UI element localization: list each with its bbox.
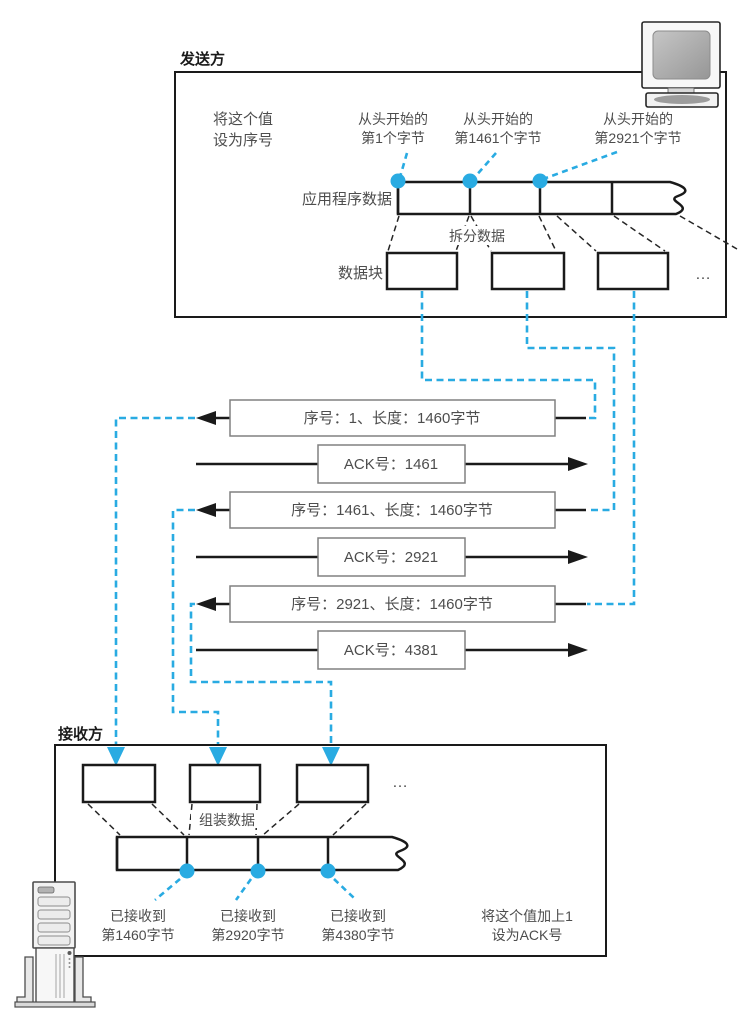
received-label-pointers (154, 878, 356, 901)
receiver-title: 接收方 (58, 725, 103, 743)
seq1-text: 序号：1、长度：1460字节 (304, 410, 481, 427)
sender-block-3 (596, 251, 670, 291)
server-icon (14, 881, 96, 1008)
byte-label-2-line1: 从头开始的 (463, 111, 533, 127)
blue-route-seq1-to-recv1 (107, 416, 195, 766)
ack3-text: ACK号：4381 (344, 642, 438, 659)
received-label-3-line2: 第4380字节 (321, 927, 394, 943)
ack-note: 将这个值加上1 设为ACK号 (481, 908, 573, 943)
ack-note-line2: 设为ACK号 (492, 927, 563, 943)
seq-note-line2: 设为序号 (213, 132, 273, 149)
byte-label-2-line2: 第1461个字节 (454, 130, 541, 146)
received-label-1-line2: 第1460字节 (101, 927, 174, 943)
byte-label-pointers (398, 150, 618, 180)
byte-label-3-line2: 第2921个字节 (594, 130, 681, 146)
blue-route-block1-to-seq1 (420, 291, 597, 420)
byte-marker-dots (390, 173, 548, 189)
seq-message-1: 序号：1、长度：1460字节 (196, 399, 586, 437)
blue-route-seq3-to-recv3 (189, 602, 340, 766)
receiver-block-1 (81, 763, 157, 804)
sender-ellipsis: … (695, 266, 712, 283)
receiver-block-2 (188, 763, 262, 804)
sender-title: 发送方 (179, 50, 225, 68)
sender-box (174, 71, 727, 318)
assemble-data-label: 组装数据 (199, 812, 255, 828)
ack-message-3: ACK号：4381 (196, 630, 588, 670)
received-labels: 已接收到 第1460字节 已接收到 第2920字节 已接收到 第4380字节 (101, 908, 394, 943)
ack-note-line1: 将这个值加上1 (481, 908, 573, 924)
blue-route-block3-to-seq3 (587, 291, 636, 606)
split-label-bg (430, 226, 523, 245)
app-data-label: 应用程序数据 (302, 190, 392, 208)
blue-route-seq2-to-recv2 (171, 508, 227, 766)
seq-message-3: 序号：2921、长度：1460字节 (196, 585, 586, 623)
received-label-2-line1: 已接收到 (220, 908, 276, 924)
ack-message-1: ACK号：1461 (196, 444, 588, 484)
seq-note-line1: 将这个值 (213, 111, 273, 128)
ack2-text: ACK号：2921 (344, 549, 438, 566)
split-fan-lines (387, 215, 738, 252)
split-data-label: 拆分数据 (449, 228, 505, 244)
data-blocks-label: 数据块 (338, 265, 383, 282)
received-label-3-line1: 已接收到 (330, 908, 386, 924)
blue-route-block2-to-seq2 (525, 291, 616, 512)
byte-label-1-line1: 从头开始的 (358, 111, 428, 127)
ack-message-2: ACK号：2921 (196, 537, 588, 577)
received-label-2-line2: 第2920字节 (211, 927, 284, 943)
byte-offset-labels: 从头开始的 第1个字节 从头开始的 第1461个字节 从头开始的 第2921个字… (358, 111, 682, 146)
sender-seq-note: 将这个值 设为序号 (213, 111, 273, 149)
ack1-text: ACK号：1461 (344, 456, 438, 473)
computer-icon (641, 21, 721, 108)
receiver-block-3 (295, 763, 370, 804)
received-label-1-line1: 已接收到 (110, 908, 166, 924)
sender-block-2 (490, 251, 566, 291)
received-marker-dots (179, 863, 336, 879)
sender-block-1 (385, 251, 459, 291)
byte-label-3-line1: 从头开始的 (603, 111, 673, 127)
seq3-text: 序号：2921、长度：1460字节 (291, 596, 493, 613)
seq2-text: 序号：1461、长度：1460字节 (291, 502, 493, 519)
receiver-box (54, 744, 607, 957)
assemble-label-bg (191, 810, 265, 828)
seq-message-2: 序号：1461、长度：1460字节 (196, 491, 586, 529)
receiver-ellipsis: … (392, 774, 409, 791)
byte-label-1-line2: 第1个字节 (361, 130, 425, 146)
